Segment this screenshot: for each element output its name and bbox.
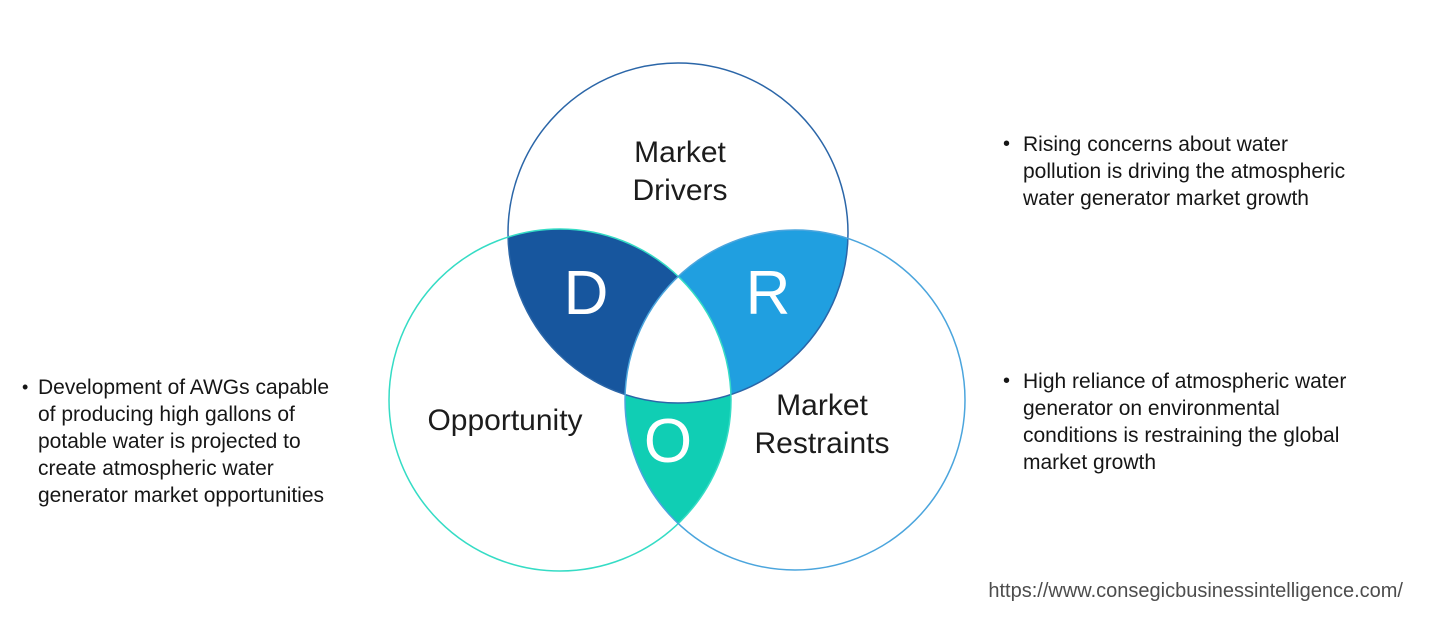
note-line: of producing high gallons of xyxy=(38,403,295,426)
restraints-circle xyxy=(624,229,966,571)
drivers-circle xyxy=(507,62,849,404)
note-line: conditions is restraining the global xyxy=(1023,424,1340,447)
restraints-note-text: High reliance of atmospheric water gener… xyxy=(1023,368,1346,476)
restraints-note: • High reliance of atmospheric water gen… xyxy=(1003,368,1346,476)
drivers-label-line-1: Market xyxy=(634,136,726,169)
note-line: generator market opportunities xyxy=(38,484,324,507)
opportunity-note-text: Development of AWGs capable of producing… xyxy=(38,374,329,509)
bullet-icon: • xyxy=(1003,370,1011,392)
restraints-label-line-1: Market xyxy=(776,389,868,422)
drivers-note: • Rising concerns about water pollution … xyxy=(1003,131,1345,212)
bullet-icon: • xyxy=(1003,133,1011,155)
note-line: create atmospheric water xyxy=(38,457,274,480)
restraints-circle-label: Market Restraints xyxy=(754,387,889,463)
restraints-label-line-2: Restraints xyxy=(754,427,890,460)
note-line: potable water is projected to xyxy=(38,430,301,453)
opportunity-note: • Development of AWGs capable of produci… xyxy=(22,374,329,509)
note-line: Rising concerns about water xyxy=(1023,133,1288,156)
note-line: pollution is driving the atmospheric xyxy=(1023,160,1346,183)
drivers-note-text: Rising concerns about water pollution is… xyxy=(1023,131,1345,212)
note-line: High reliance of atmospheric water xyxy=(1023,370,1347,393)
intersection-letter-o: O xyxy=(643,407,693,476)
opportunity-label-line-1: Opportunity xyxy=(427,404,583,437)
source-url: https://www.consegicbusinessintelligence… xyxy=(988,580,1403,602)
intersection-letter-r: R xyxy=(745,259,791,328)
bullet-icon: • xyxy=(22,377,29,397)
opportunity-circle xyxy=(388,228,732,572)
drivers-label-line-2: Drivers xyxy=(632,174,728,207)
note-line: market growth xyxy=(1023,451,1157,474)
note-line: water generator market growth xyxy=(1023,187,1309,210)
opportunity-circle-label: Opportunity xyxy=(427,402,582,440)
drivers-circle-label: Market Drivers xyxy=(633,134,728,210)
note-line: Development of AWGs capable xyxy=(38,376,330,399)
note-line: generator on environmental xyxy=(1023,397,1280,420)
intersection-letter-d: D xyxy=(563,259,609,328)
